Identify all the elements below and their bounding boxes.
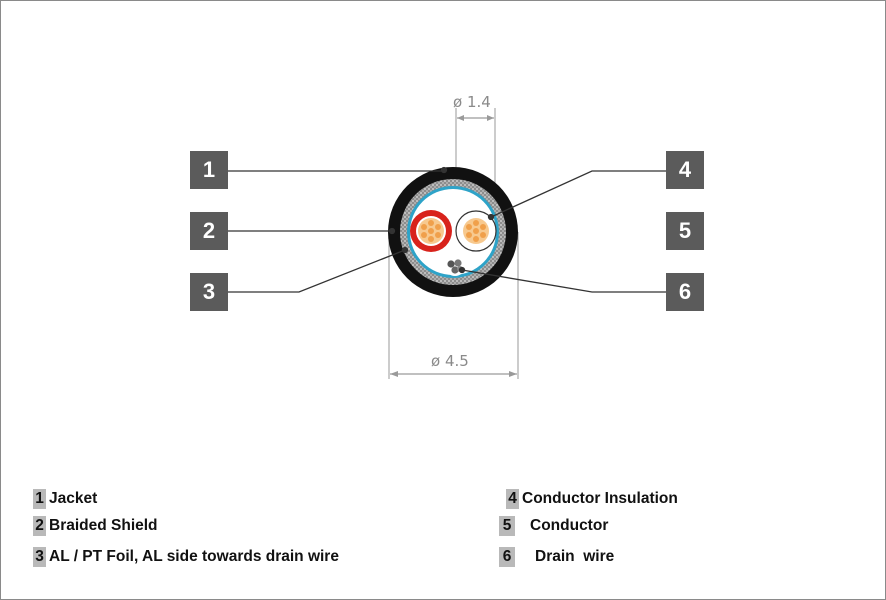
- legend-number: 5: [499, 516, 515, 536]
- legend-item-foil: 3 AL / PT Foil, AL side towards drain wi…: [33, 547, 339, 567]
- legend-item-conductor: 5 Conductor: [499, 516, 608, 536]
- legend-item-drain-wire: 6 Drain wire: [499, 547, 614, 567]
- legend-number: 1: [33, 489, 46, 509]
- legend-number: 2: [33, 516, 46, 536]
- outer-diameter-label: ø 4.5: [431, 352, 469, 370]
- callout-5: 5: [666, 212, 704, 250]
- callout-6: 6: [666, 273, 704, 311]
- conductor-red-insulated: [410, 210, 452, 252]
- callout-3: 3: [190, 273, 228, 311]
- legend-item-braided-shield: 2 Braided Shield: [33, 516, 158, 536]
- legend-label: Braided Shield: [49, 517, 158, 534]
- legend-number: 3: [33, 547, 46, 567]
- cable-cross-section: [388, 167, 518, 297]
- legend-label: Conductor: [530, 517, 609, 534]
- legend-number: 4: [506, 489, 519, 509]
- legend-label: Jacket: [49, 490, 98, 507]
- inner-diameter-label: ø 1.4: [453, 93, 491, 111]
- callout-4: 4: [666, 151, 704, 189]
- legend-number: 6: [499, 547, 515, 567]
- legend-item-jacket: 1 Jacket: [33, 489, 97, 509]
- leader-line-4: [490, 170, 666, 218]
- callout-1: 1: [190, 151, 228, 189]
- legend-label: Conductor Insulation: [522, 490, 678, 507]
- legend-label: AL / PT Foil, AL side towards drain wire: [49, 548, 339, 565]
- conductor-natural-insulated: [455, 210, 497, 252]
- leader-line-3: [228, 249, 406, 293]
- legend-label: Drain wire: [535, 548, 615, 565]
- legend-item-conductor-insulation: 4 Conductor Insulation: [506, 489, 678, 509]
- leader-lines: [228, 166, 666, 293]
- callout-2: 2: [190, 212, 228, 250]
- leader-line-6: [461, 269, 666, 293]
